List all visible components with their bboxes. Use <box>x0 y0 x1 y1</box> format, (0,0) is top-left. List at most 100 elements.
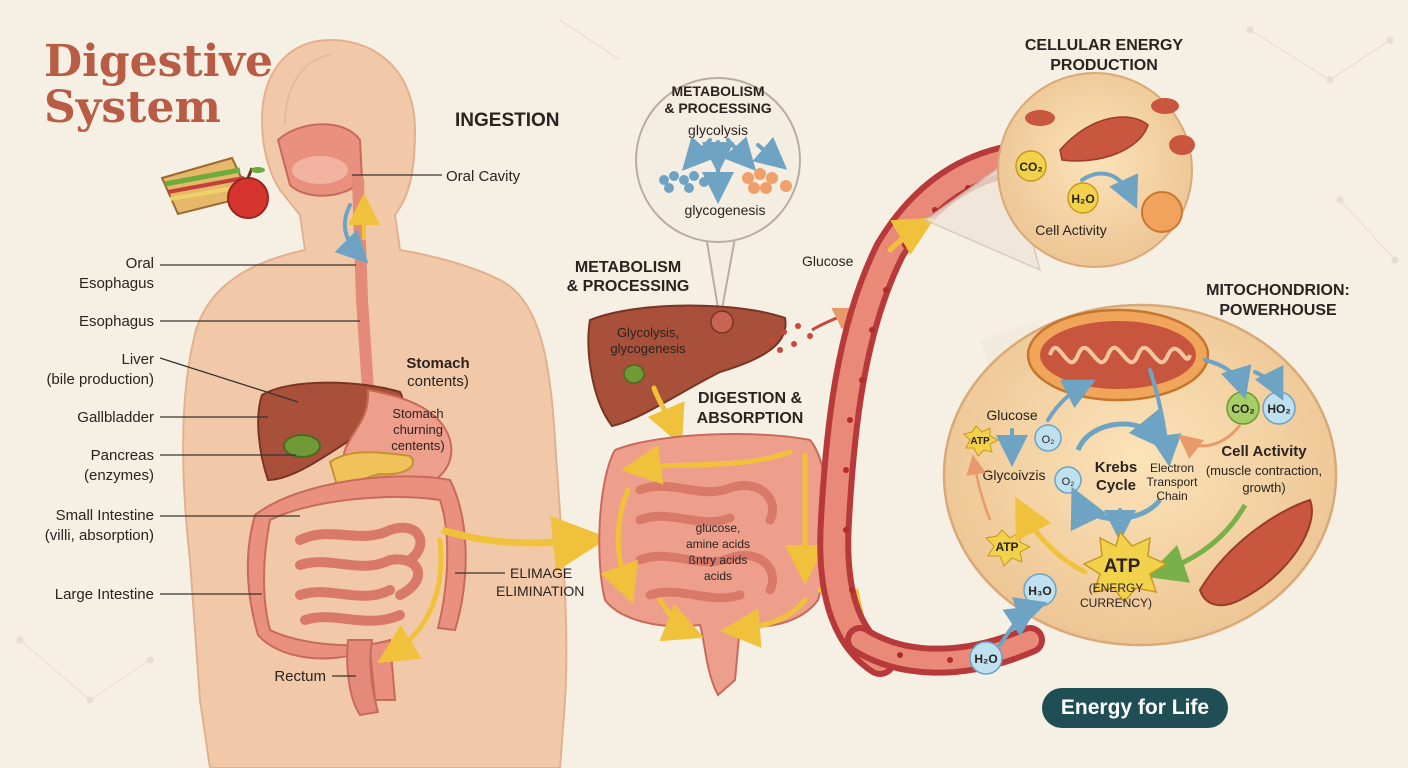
svg-text:METABOLISM: METABOLISM <box>671 83 764 99</box>
atp-big-burst <box>1082 530 1168 604</box>
svg-text:(villi, absorption): (villi, absorption) <box>45 527 154 544</box>
svg-text:Glycolysis,: Glycolysis, <box>617 325 679 340</box>
digestion-absorption-heading: DIGESTION & ABSORPTION <box>697 390 804 427</box>
svg-text:Large Intestine: Large Intestine <box>55 586 154 603</box>
blood-vessel-lower-inner <box>851 631 1039 670</box>
energy-currency-label: (ENERGY CURRENCY) <box>1080 581 1152 610</box>
svg-text:& PROCESSING: & PROCESSING <box>567 278 690 295</box>
mito-ho2-arrow <box>1253 364 1284 401</box>
svg-text:Pancreas: Pancreas <box>91 447 154 464</box>
h2o-badge <box>1067 182 1099 214</box>
metabolism-heading: METABOLISM & PROCESSING <box>567 259 690 295</box>
h2o-badge-bottom <box>969 641 1003 675</box>
svg-text:Chain: Chain <box>1156 489 1187 503</box>
svg-text:CO₂: CO₂ <box>1019 160 1042 174</box>
svg-text:Small Intestine: Small Intestine <box>56 507 154 524</box>
ingestion-heading: INGESTION <box>455 110 560 131</box>
svg-text:O₂: O₂ <box>1042 434 1055 446</box>
svg-text:ATP: ATP <box>970 436 990 447</box>
atp-small-up-arrow <box>966 454 992 521</box>
svg-text:ATP: ATP <box>995 540 1018 554</box>
background-network <box>16 19 1399 704</box>
elimination-arrow <box>440 515 609 572</box>
mito-green-arrow <box>1145 503 1248 583</box>
svg-text:amine acids: amine acids <box>686 537 750 551</box>
glycogen-molecules-icon <box>742 168 792 194</box>
svg-text:glycolysis: glycolysis <box>688 122 748 138</box>
svg-text:acids: acids <box>704 569 732 583</box>
svg-text:CO₂: CO₂ <box>1231 402 1254 416</box>
blood-cells <box>843 185 971 663</box>
label-oral-esophagus: Oral Esophagus <box>79 255 356 292</box>
label-esophagus: Esophagus <box>79 313 360 330</box>
label-oral-cavity: Oral Cavity <box>352 168 521 185</box>
atp-up-arrow <box>1015 496 1088 575</box>
glucose-label: Glucose <box>802 253 854 269</box>
svg-text:ABSORPTION: ABSORPTION <box>697 410 804 427</box>
svg-text:Electron: Electron <box>1150 461 1194 475</box>
svg-text:(bile production): (bile production) <box>46 371 154 388</box>
svg-text:Oral Cavity: Oral Cavity <box>446 168 521 185</box>
svg-text:Gallbladder: Gallbladder <box>77 409 154 426</box>
oral-cavity <box>276 123 364 197</box>
svg-text:glycogenesis: glycogenesis <box>610 341 686 356</box>
svg-text:Rectum: Rectum <box>274 668 326 685</box>
mito-return-arrow <box>1177 424 1242 459</box>
liver-gallbladder-icon <box>623 364 645 384</box>
colon-arrow <box>377 537 444 663</box>
energy-for-life-text: Energy for Life <box>1060 696 1210 719</box>
gallbladder-organ <box>283 434 321 458</box>
vessel-up-arrow <box>887 217 935 255</box>
rectum-organ <box>346 639 380 717</box>
svg-text:Stomach: Stomach <box>406 355 469 372</box>
glucose-particles <box>769 323 813 353</box>
electron-transport-chain-label: Electron Transport Chain <box>1147 461 1199 503</box>
red-cell-3 <box>1169 135 1195 155</box>
svg-text:contents): contents) <box>407 373 469 390</box>
h2o-up-arrow <box>998 605 1038 647</box>
svg-text:H₂O: H₂O <box>1071 192 1094 206</box>
mito-etc-arrow <box>1148 368 1182 467</box>
mito-co2-arrow <box>1203 358 1252 400</box>
svg-text:Stomach: Stomach <box>392 406 443 421</box>
label-elimination: ELIMAGE ELIMINATION <box>455 565 584 599</box>
label-liver: Liver (bile production) <box>46 351 299 403</box>
label-small-intestine: Small Intestine (villi, absorption) <box>45 507 300 544</box>
svg-text:METABOLISM: METABOLISM <box>575 259 681 276</box>
red-cell-2 <box>1151 98 1179 114</box>
label-stomach-churning: Stomach churning centents) <box>391 406 444 453</box>
cellular-energy-panel: CELLULAR ENERGY PRODUCTION CO₂ H₂O Cell … <box>923 37 1195 272</box>
svg-text:churning: churning <box>393 422 443 437</box>
svg-text:glycogenesis: glycogenesis <box>685 202 766 218</box>
atp-small-burst <box>963 425 1000 457</box>
red-cell-1 <box>1025 110 1055 126</box>
title-line-2: System <box>44 82 221 133</box>
intestine-detail-coils <box>635 481 778 603</box>
svg-text:ELIMAGE: ELIMAGE <box>510 565 572 581</box>
svg-text:ßntry acids: ßntry acids <box>689 553 748 567</box>
svg-text:Oral: Oral <box>126 255 154 272</box>
label-pancreas: Pancreas (enzymes) <box>84 447 296 484</box>
svg-text:Cell Activity: Cell Activity <box>1035 222 1107 238</box>
intestine-nutrient-text: glucose, amine acids ßntry acids acids <box>686 521 750 583</box>
mito-glycolysis-label: Glycoivzis <box>982 467 1045 483</box>
apple-icon <box>227 167 269 219</box>
glucose-arrow <box>811 307 859 332</box>
blood-vessel-inner <box>823 149 1021 671</box>
liver-text: Glycolysis, glycogenesis <box>610 325 686 356</box>
small-intestine-organ <box>295 522 426 626</box>
svg-text:PRODUCTION: PRODUCTION <box>1050 57 1158 74</box>
mito-o2-arrow <box>1046 379 1096 422</box>
svg-text:HO₂: HO₂ <box>1267 402 1290 416</box>
o2-a-badge <box>1034 424 1062 452</box>
svg-text:Esophagus: Esophagus <box>79 313 154 330</box>
mito-glucose-label: Glucose <box>986 407 1038 423</box>
svg-text:CELLULAR ENERGY: CELLULAR ENERGY <box>1025 37 1184 54</box>
svg-text:H₃O: H₃O <box>1028 584 1052 598</box>
label-stomach: Stomach contents) <box>406 355 469 390</box>
label-gallbladder: Gallbladder <box>77 409 268 426</box>
svg-text:Liver: Liver <box>121 351 154 368</box>
title-line-1: Digestive <box>44 36 273 87</box>
svg-text:(ENERGY: (ENERGY <box>1089 581 1144 595</box>
svg-text:Krebs: Krebs <box>1095 459 1138 476</box>
